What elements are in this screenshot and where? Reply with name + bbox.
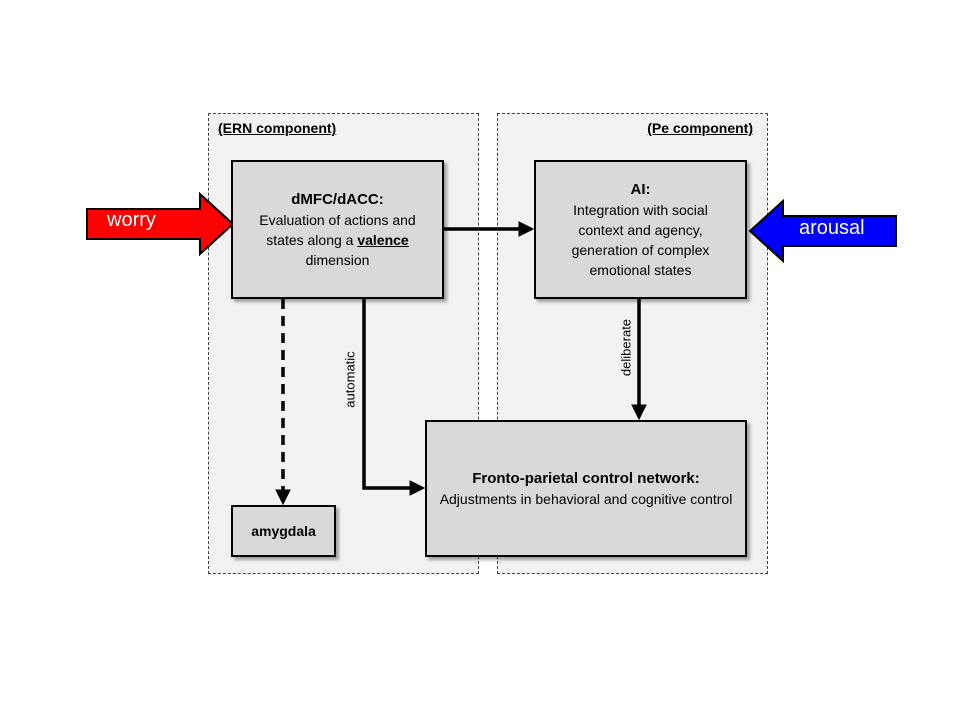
ai-description: Integration with social context and agen… [571, 201, 710, 278]
ai-node: AI: Integration with social context and … [534, 160, 747, 299]
ai-title: AI: [630, 180, 651, 198]
valence-keyword: valence [357, 231, 409, 248]
fronto-parietal-node: Fronto-parietal control network: Adjustm… [425, 420, 747, 557]
arousal-arrow [748, 198, 897, 264]
arousal-label: arousal [799, 217, 865, 239]
ern-component-label: (ERN component) [218, 120, 337, 136]
fronto-parietal-title: Fronto-parietal control network: [472, 469, 700, 487]
dmfc-dacc-title: dMFC/dACC: [291, 190, 384, 208]
dmfc-dacc-node: dMFC/dACC: Evaluation of actions and sta… [231, 160, 444, 299]
dmfc-desc-part-1: Evaluation of actions and states along a [259, 211, 416, 248]
amygdala-title: amygdala [251, 523, 316, 539]
pe-component-label: (Pe component) [647, 120, 753, 136]
fronto-parietal-description: Adjustments in behavioral and cognitive … [439, 490, 733, 507]
deliberate-label: deliberate [618, 318, 634, 377]
dmfc-desc-part-2: dimension [305, 251, 370, 268]
amygdala-node: amygdala [231, 505, 336, 557]
dmfc-dacc-description: Evaluation of actions and states along a… [233, 210, 442, 270]
automatic-label: automatic [342, 351, 358, 408]
worry-label: worry [107, 209, 156, 231]
edge-automatic [362, 299, 426, 496]
worry-arrow [86, 191, 235, 257]
